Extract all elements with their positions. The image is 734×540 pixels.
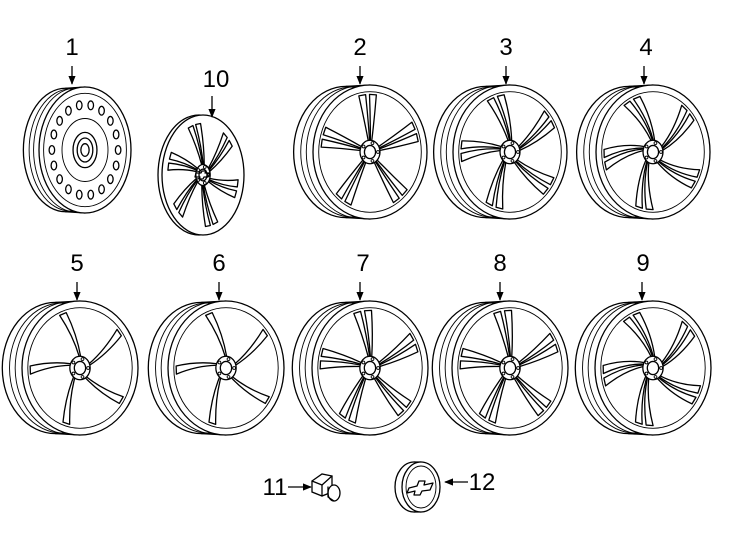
callout-label-7: 7 [356, 250, 369, 277]
part-6-alloy-wheel-d [147, 300, 285, 436]
part-4-alloy-wheel-c [575, 84, 711, 220]
part-12-center-cap [394, 461, 441, 513]
callout-label-5: 5 [70, 250, 83, 277]
callout-label-2: 2 [353, 34, 366, 61]
callout-label-9: 9 [636, 250, 649, 277]
part-7-alloy-wheel-e [291, 300, 429, 436]
part-9-alloy-wheel-c [574, 300, 712, 436]
part-5-alloy-wheel-d [1, 300, 139, 436]
callout-label-12: 12 [469, 469, 496, 496]
part-8-alloy-wheel-e [431, 300, 569, 436]
part-11-lug-nut [311, 473, 341, 502]
callout-label-3: 3 [499, 34, 512, 61]
callout-label-11: 11 [263, 474, 288, 501]
callout-label-1: 1 [65, 34, 78, 61]
part-1-steel-wheel [22, 86, 132, 214]
callout-label-8: 8 [493, 250, 506, 277]
callout-label-10: 10 [203, 66, 230, 93]
callout-label-4: 4 [639, 34, 652, 61]
callout-label-6: 6 [212, 250, 225, 277]
part-2-alloy-wheel-a [292, 84, 428, 220]
part-3-alloy-wheel-b [432, 84, 568, 220]
part-10-wheel-cover [157, 114, 245, 236]
